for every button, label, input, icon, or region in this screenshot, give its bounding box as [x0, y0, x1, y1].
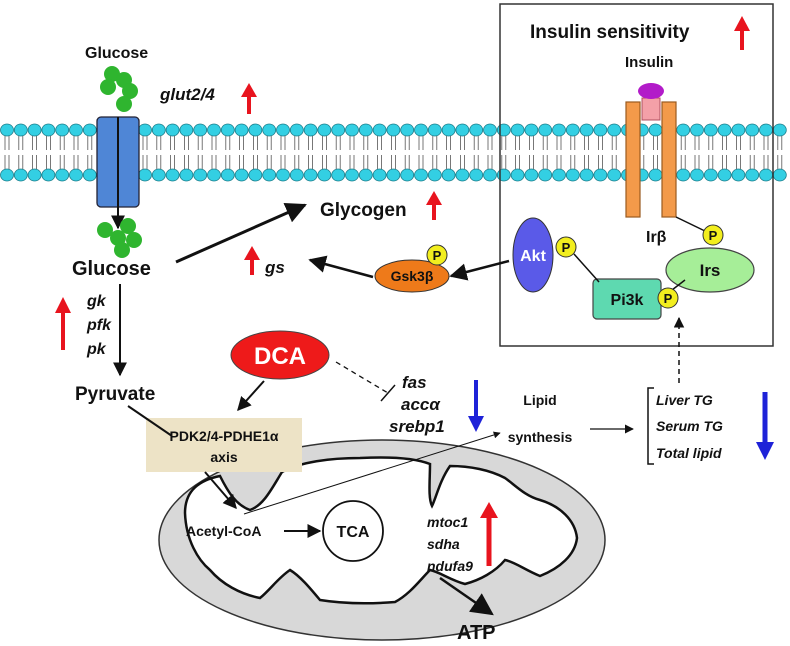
cell-membrane: [0, 123, 787, 182]
gsk3b-to-gs-arrow: [308, 255, 374, 279]
glucose-inside-label: Glucose: [72, 258, 151, 280]
tg-bracket: [647, 387, 654, 465]
gsk3b-node: [374, 259, 450, 293]
lipogenic-down-arrow: [468, 380, 484, 432]
receptor-to-p-link: [675, 216, 708, 233]
svg-text:P: P: [664, 291, 673, 306]
pfk-label: pfk: [86, 317, 112, 334]
serum-tg-label: Serum TG: [656, 418, 723, 434]
pyruvate-label: Pyruvate: [75, 384, 155, 405]
akt-phospho: P: [555, 236, 577, 258]
lipid-synthesis-line1: Lipid: [523, 392, 556, 408]
akt-to-gsk3b-arrow: [449, 259, 510, 281]
tg-down-arrow: [756, 392, 774, 460]
pdk-to-acetyl-coa-arrow: [204, 471, 237, 510]
irs-label: Irs: [700, 261, 721, 280]
ir-beta-label: Irβ: [646, 229, 667, 246]
pdk-axis-line2: axis: [210, 449, 237, 465]
fas-label: fas: [402, 373, 427, 392]
acca-label: accα: [401, 395, 441, 414]
irb-phospho: P: [702, 224, 724, 246]
irs-node: [665, 247, 755, 293]
dca-to-pdk-arrow: [237, 380, 265, 412]
acetyl-coa-label: Acetyl-CoA: [186, 523, 261, 539]
total-lipid-label: Total lipid: [656, 445, 722, 461]
tca-cycle: [322, 500, 384, 562]
insulin-sensitivity-up-arrow: [734, 16, 750, 50]
glycolysis-up-arrow: [55, 297, 71, 350]
svg-text:P: P: [433, 248, 442, 263]
svg-text:P: P: [562, 240, 571, 255]
insulin-signaling-box: [499, 3, 774, 347]
glucose-molecules-inside: [97, 218, 142, 258]
glucose-molecules-outside: [100, 66, 138, 112]
gs-label: gs: [264, 258, 285, 277]
insulin-receptor: [625, 83, 677, 218]
mtoc1-label: mtoc1: [427, 514, 468, 530]
to-atp-arrow: [439, 576, 494, 616]
pyruvate-to-pdk-arrow: [127, 405, 173, 437]
sdha-label: sdha: [427, 536, 460, 552]
gk-label: gk: [86, 293, 107, 310]
mitochondrion: [158, 439, 606, 641]
dca-label: DCA: [254, 343, 306, 370]
glycogen-label: Glycogen: [320, 200, 407, 221]
glucose-top-label: Glucose: [85, 45, 148, 62]
glucose-to-glycogen-arrow: [175, 203, 307, 264]
liver-tg-label: Liver TG: [656, 392, 713, 408]
pdk-axis-line1: PDK2/4-PDHE1α: [170, 428, 279, 444]
insulin-sensitivity-label: Insulin sensitivity: [530, 22, 690, 43]
lipid-synthesis-line2: synthesis: [508, 429, 573, 445]
membrane-lipid-heads: [0, 123, 787, 182]
dca-inhibits-lipogenesis: [335, 361, 389, 394]
mito-genes-up-arrow: [480, 502, 498, 566]
gs-up-arrow: [244, 246, 260, 275]
akt-label: Akt: [520, 248, 546, 265]
glut-up-arrow: [241, 83, 257, 114]
acetyl-coa-to-lipid-arrow: [243, 431, 501, 515]
insulin-molecule: [638, 83, 664, 99]
tca-label: TCA: [337, 524, 370, 541]
pdk-axis-box: [146, 418, 302, 472]
pi3k-phospho: P: [657, 287, 679, 309]
membrane-lipid-tails: [4, 136, 783, 169]
gsk3b-phospho: P: [426, 244, 448, 266]
atp-label: ATP: [457, 622, 496, 644]
glut-label: glut2/4: [159, 85, 215, 104]
srebp1-label: srebp1: [389, 417, 445, 436]
pi3k-label: Pi3k: [611, 292, 644, 309]
pk-label: pk: [86, 341, 107, 358]
insulin-label: Insulin: [625, 54, 673, 71]
ndufa9-label: ndufa9: [427, 558, 473, 574]
dca-node: [230, 330, 330, 380]
svg-text:P: P: [709, 228, 718, 243]
akt-node: [512, 217, 554, 293]
glycogen-up-arrow: [426, 191, 442, 220]
gsk3b-label: Gsk3β: [391, 268, 434, 284]
